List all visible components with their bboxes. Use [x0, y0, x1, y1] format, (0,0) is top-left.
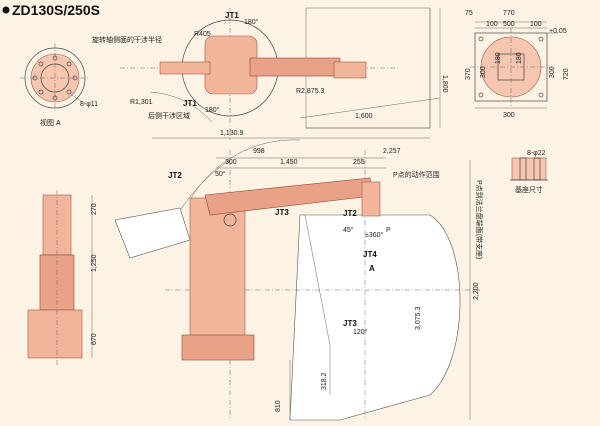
side-dim-998: 998: [253, 148, 265, 155]
top-counterweight: [159, 61, 211, 75]
angle-120-label: 120°: [353, 328, 368, 336]
jt2-angle-label: 50°: [215, 170, 226, 178]
p-range-note: P点的动作范围: [393, 170, 440, 179]
base-size-label: 基座尺寸: [515, 185, 543, 194]
front-view: [27, 190, 93, 365]
bp-dim-180a: 180: [495, 52, 502, 64]
front-base: [27, 309, 83, 359]
radius-reach-label: R2,875.3: [296, 88, 325, 95]
angle-45-label: 45°: [343, 226, 354, 234]
front-dim-1250: 1,250: [91, 254, 98, 272]
base-plate-view: [470, 21, 558, 109]
side-base: [181, 334, 255, 361]
radius-back-label: R1,301: [130, 99, 153, 106]
side-dim-300: 300: [225, 159, 237, 166]
view-a-flange: [20, 43, 90, 113]
bp-dim-300l: 300: [480, 66, 487, 78]
side-dim-2257: 2,257: [383, 148, 401, 155]
side-dim-1450: 1,450: [280, 159, 298, 166]
work-envelope: [289, 214, 461, 421]
bp-dim-500: 500: [503, 21, 515, 28]
jt2-right-label: JT2: [343, 209, 357, 218]
dim-1130: 1,130.9: [220, 130, 243, 137]
jt1-top-label: JT1: [225, 11, 239, 20]
bp-dim-100b: 100: [530, 21, 542, 28]
top-wrist: [333, 61, 367, 79]
dim-1600: 1,600: [355, 113, 373, 120]
top-arm: [249, 57, 341, 77]
base-size-holes: 8-φ22: [527, 150, 546, 157]
bp-dim-300b: 300: [503, 112, 515, 119]
side-dim-810: 810: [275, 400, 282, 412]
jt3-mid-label: JT3: [275, 208, 289, 217]
page-title: ZD130S/250S: [12, 2, 100, 18]
p-point-label: P: [386, 227, 391, 234]
radius-top-label: R405: [194, 31, 211, 38]
bp-dim-100a: 100: [486, 21, 498, 28]
side-column: [189, 197, 246, 339]
jt1-bottom-label: JT1: [183, 99, 197, 108]
front-dim-270: 270: [91, 203, 98, 215]
back-interference-note: 后侧干涉区域: [148, 111, 190, 120]
bp-dim-720: 720: [563, 68, 570, 80]
angle-360-label: ±360°: [365, 231, 384, 239]
front-dim-670: 670: [91, 333, 98, 345]
bp-dim-180b: 180: [516, 52, 523, 64]
side-dim-3075: 3,075.3: [415, 307, 422, 330]
side-dim-255: 255: [353, 159, 365, 166]
view-a-holes-label: 8-φ11: [80, 101, 98, 108]
bp-dim-370: 370: [465, 68, 472, 80]
jt4-label: JT4: [363, 250, 377, 259]
base-size-detail: [510, 157, 548, 181]
view-a-label: 视图 A: [40, 118, 61, 127]
jt3-low-label: JT3: [343, 319, 357, 328]
rotation-interference-note: 旋转轴侧面的干涉半径: [92, 35, 162, 44]
title-bullet: [2, 6, 10, 14]
side-dim-2200: 2,200: [473, 282, 480, 300]
top-base: [204, 35, 258, 95]
side-view: [114, 139, 480, 421]
interference-area: [114, 207, 191, 259]
top-view: [120, 7, 441, 140]
bp-dim-300r: 300: [549, 66, 556, 78]
bp-dim-75: 75: [465, 10, 473, 17]
jt1-bottom-angle: 180°: [205, 106, 220, 114]
view-a-arrow-label: A: [369, 264, 375, 273]
side-dim-318: 318.2: [321, 372, 328, 390]
dim-1800: 1,800: [441, 75, 448, 93]
bp-dim-770: 770: [503, 10, 515, 17]
jt1-top-angle: 180°: [244, 18, 259, 26]
jt2-left-label: JT2: [168, 171, 182, 180]
side-wrist: [361, 181, 381, 217]
flange-note: P点到法兰盘端面(带支座): [475, 180, 484, 259]
bp-tolerance: +0.05: [549, 28, 567, 35]
